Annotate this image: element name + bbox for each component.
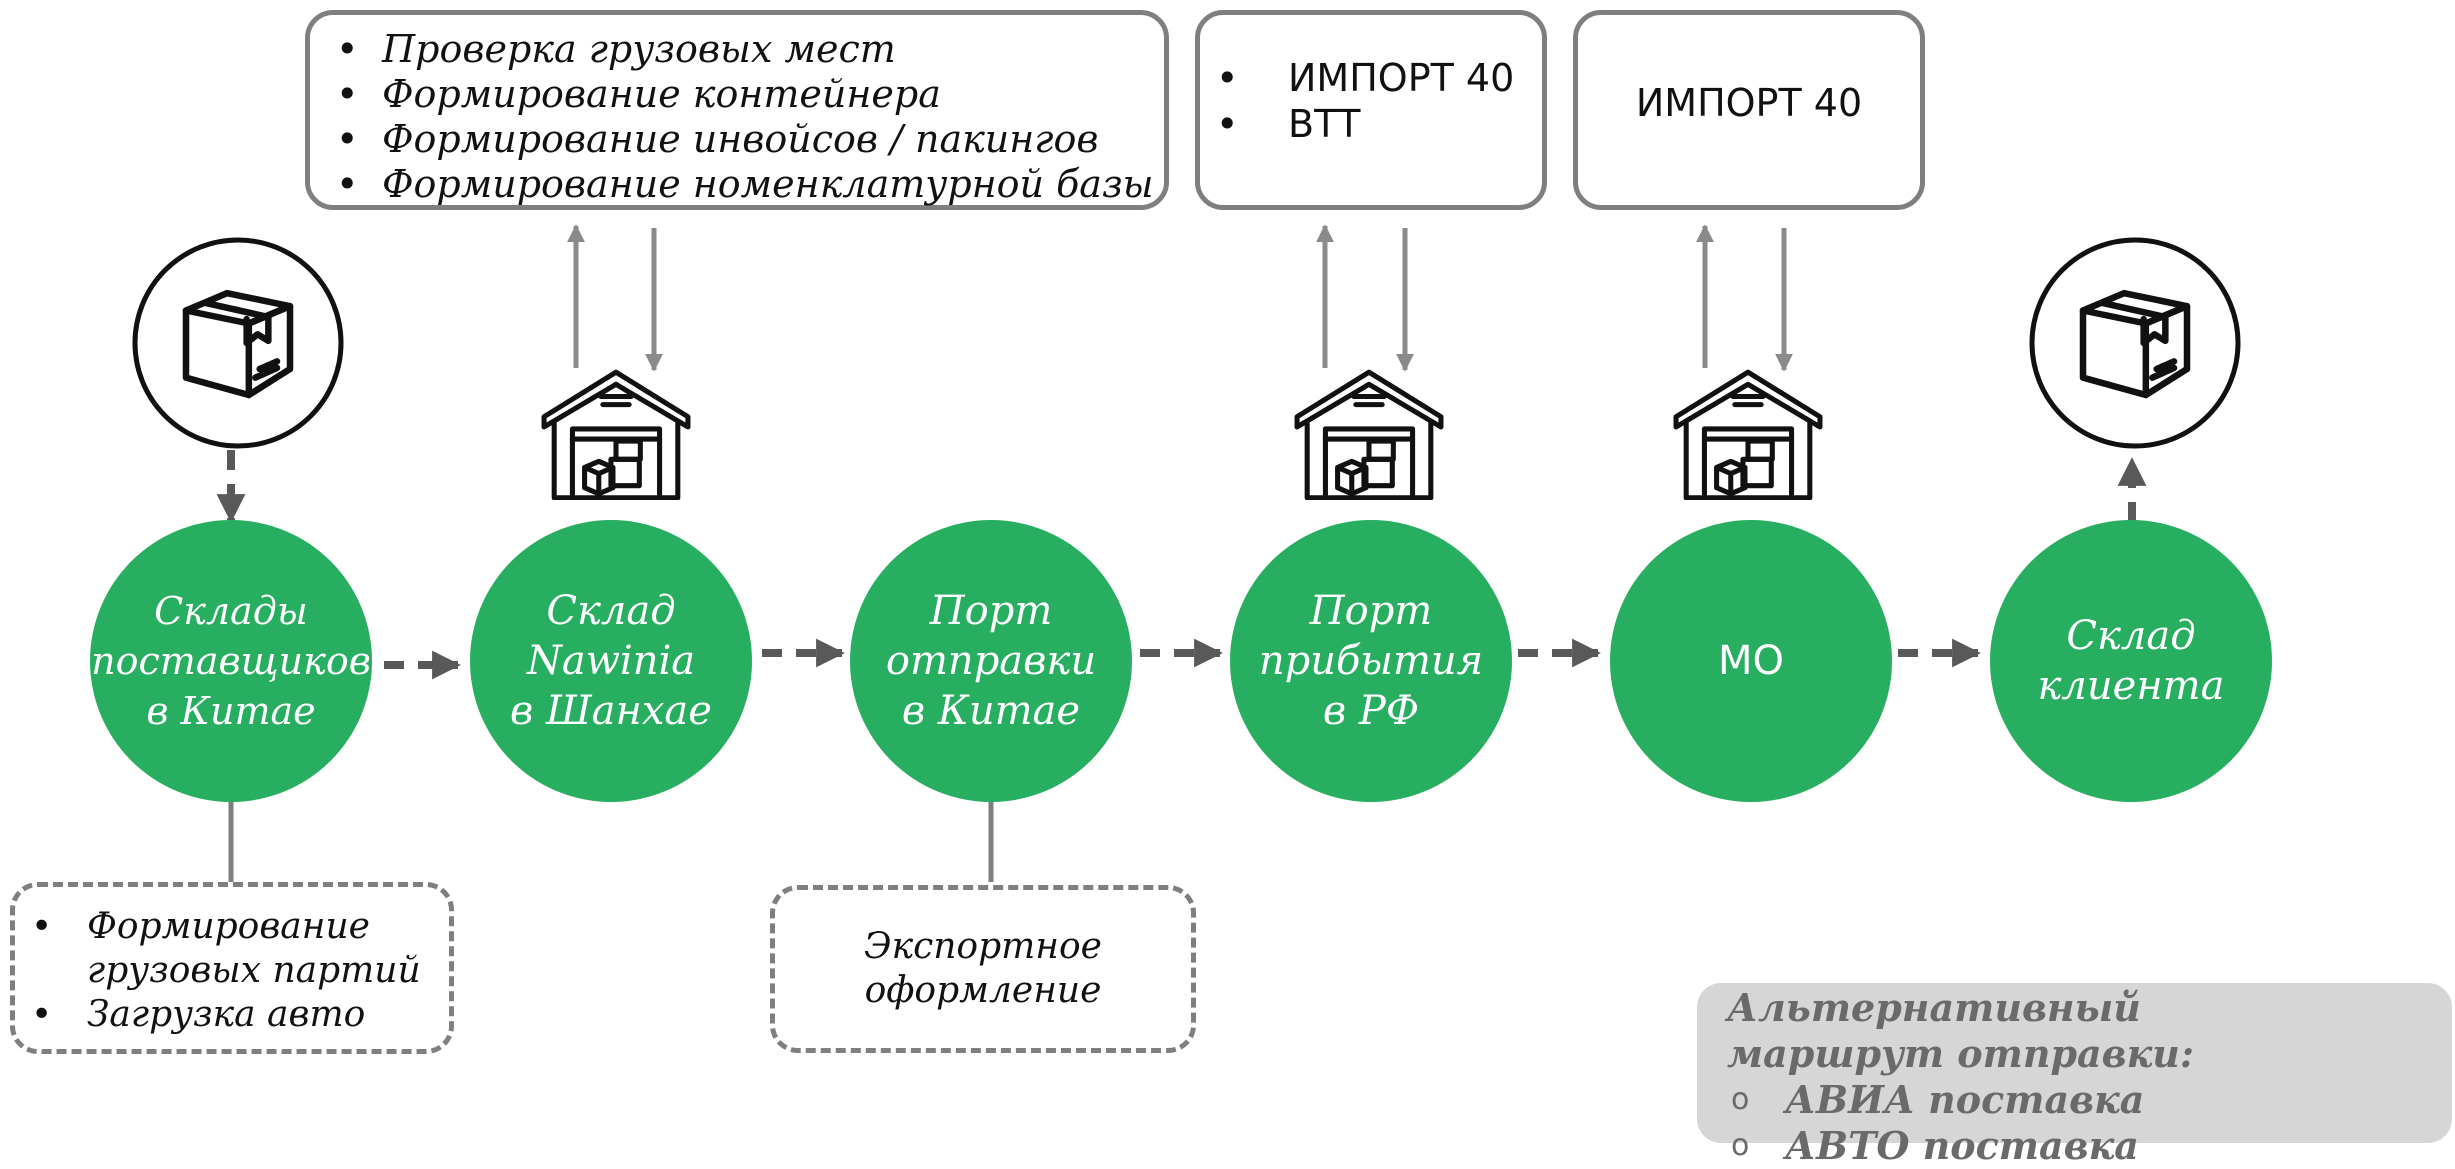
arrival-port-operation-item: ИМПОРТ 40 (1200, 55, 1522, 101)
alternative-route-item: АВИА поставка (1727, 1077, 2422, 1123)
bottom-connectors (228, 800, 994, 882)
warehouse-icon-mo (1676, 372, 1820, 498)
node-mo: МО (1610, 520, 1892, 802)
node-client-warehouse: Склад клиента (1990, 520, 2272, 802)
flow-arrows (216, 450, 2147, 680)
alternative-route-item: АВТО поставка (1727, 1123, 2422, 1169)
supplier-operation-item: Загрузка авто (15, 993, 449, 1037)
export-clearance-box: Экспортное оформление (770, 885, 1196, 1053)
vertical-arrows (567, 224, 1793, 372)
warehouse-icon-arrival-port (1297, 372, 1441, 498)
node-departure-port: Порт отправки в Китае (850, 520, 1132, 802)
node-supplier-warehouses: Склады поставщиков в Китае (90, 520, 372, 802)
nawinia-operation-item: Формирование номенклатурной базы (320, 162, 1154, 207)
nawinia-operation-item: Формирование контейнера (320, 72, 1154, 117)
node-nawinia-warehouse: Склад Nawinia в Шанхае (470, 520, 752, 802)
arrival-port-operation-item: ВТТ (1200, 101, 1522, 147)
nawinia-operation-item: Проверка грузовых мест (320, 27, 1154, 72)
mo-operation-text: ИМПОРТ 40 (1635, 81, 1863, 125)
package-box-icon-source (132, 237, 344, 449)
export-clearance-text: Экспортное оформление (864, 926, 1102, 1011)
alternative-route-title: Альтернативный маршрут отправки: (1727, 985, 2194, 1076)
nawinia-operation-item: Формирование инвойсов / пакингов (320, 117, 1154, 162)
mo-operations-box: ИМПОРТ 40 (1573, 10, 1925, 210)
supplier-operation-item: Формирование грузовых партий (15, 905, 449, 993)
warehouse-icon-nawinia (544, 372, 688, 498)
nawinia-operations-box: Проверка грузовых мест Формирование конт… (305, 10, 1169, 210)
package-box-icon-destination (2029, 237, 2241, 449)
alternative-route-note: Альтернативный маршрут отправки: АВИА по… (1697, 983, 2452, 1169)
supplier-operations-box: Формирование грузовых партий Загрузка ав… (10, 882, 454, 1054)
node-arrival-port: Порт прибытия в РФ (1230, 520, 1512, 802)
arrival-port-operations-box: ИМПОРТ 40 ВТТ (1195, 10, 1547, 210)
